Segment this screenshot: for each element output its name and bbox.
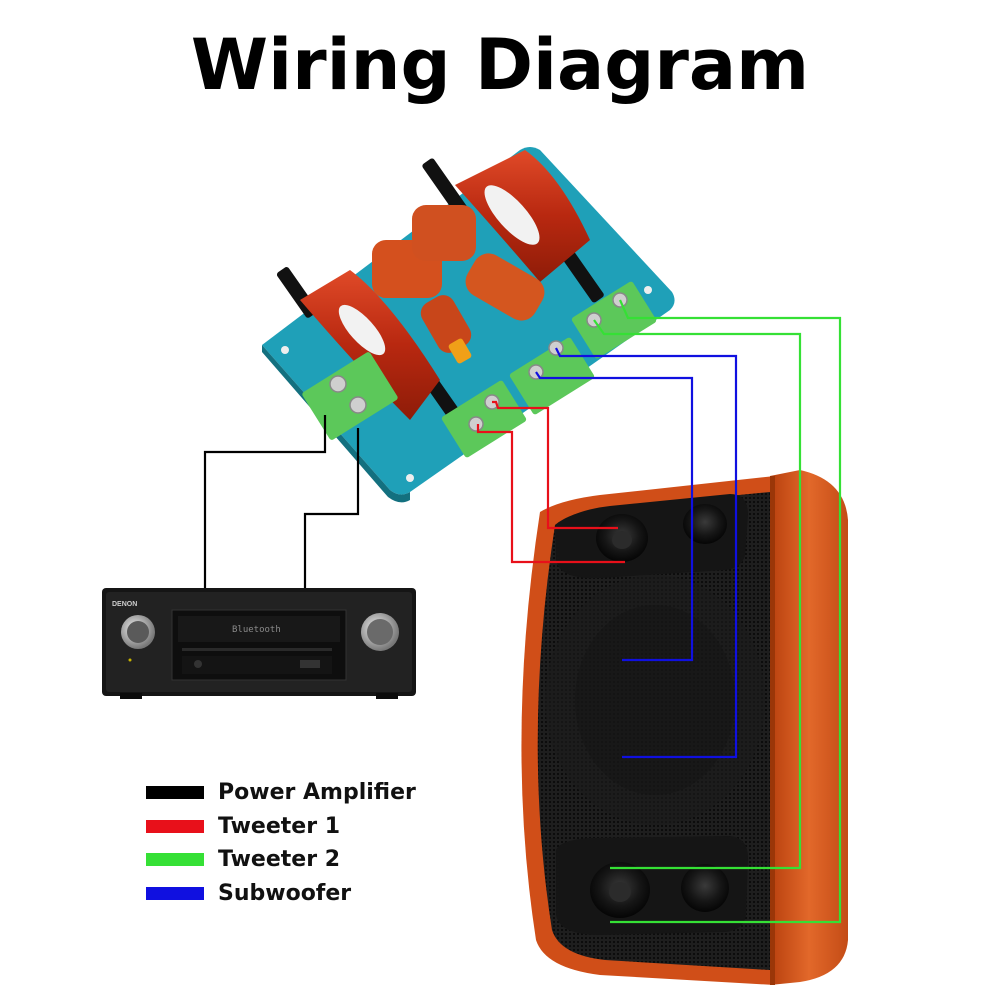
legend-item-power-amplifier: Power Amplifier: [146, 776, 416, 810]
wire-power-amplifier-2: [303, 428, 360, 588]
legend: Power Amplifier Tweeter 1 Tweeter 2 Subw…: [146, 776, 416, 910]
legend-swatch: [146, 853, 204, 867]
wire-subwoofer-negative: [555, 347, 738, 759]
crossover-board: [262, 147, 675, 503]
receiver-display: Bluetooth: [232, 625, 281, 635]
legend-item-subwoofer: Subwoofer: [146, 877, 416, 911]
legend-swatch: [146, 819, 204, 833]
wire-power-amplifier-1: [203, 415, 327, 588]
receiver-brand: DENON: [112, 601, 137, 608]
wires: [203, 299, 842, 924]
wire-tweeter-1-negative: [492, 400, 618, 530]
legend-label: Power Amplifier: [218, 780, 416, 806]
wire-subwoofer-positive: [535, 371, 694, 662]
wire-tweeter-2-negative: [610, 299, 842, 924]
capacitor-3: [465, 253, 545, 321]
speaker: [521, 470, 848, 985]
legend-label: Subwoofer: [218, 880, 352, 906]
input-terminal: [302, 352, 398, 440]
capacitor-2: [412, 205, 476, 261]
legend-item-tweeter-2: Tweeter 2: [146, 843, 416, 877]
wire-tweeter-2-positive: [593, 319, 802, 870]
page-title: Wiring Diagram: [190, 24, 810, 106]
legend-swatch: [146, 786, 204, 800]
legend-label: Tweeter 2: [218, 847, 341, 873]
wire-tweeter-1-positive: [476, 424, 625, 564]
legend-item-tweeter-1: Tweeter 1: [146, 810, 416, 844]
receiver: DENON Bluetooth: [102, 588, 416, 699]
resistor: [448, 338, 472, 364]
capacitor-4: [420, 295, 472, 353]
inductor-low: [276, 267, 459, 420]
legend-label: Tweeter 1: [218, 813, 341, 839]
legend-swatch: [146, 886, 204, 900]
